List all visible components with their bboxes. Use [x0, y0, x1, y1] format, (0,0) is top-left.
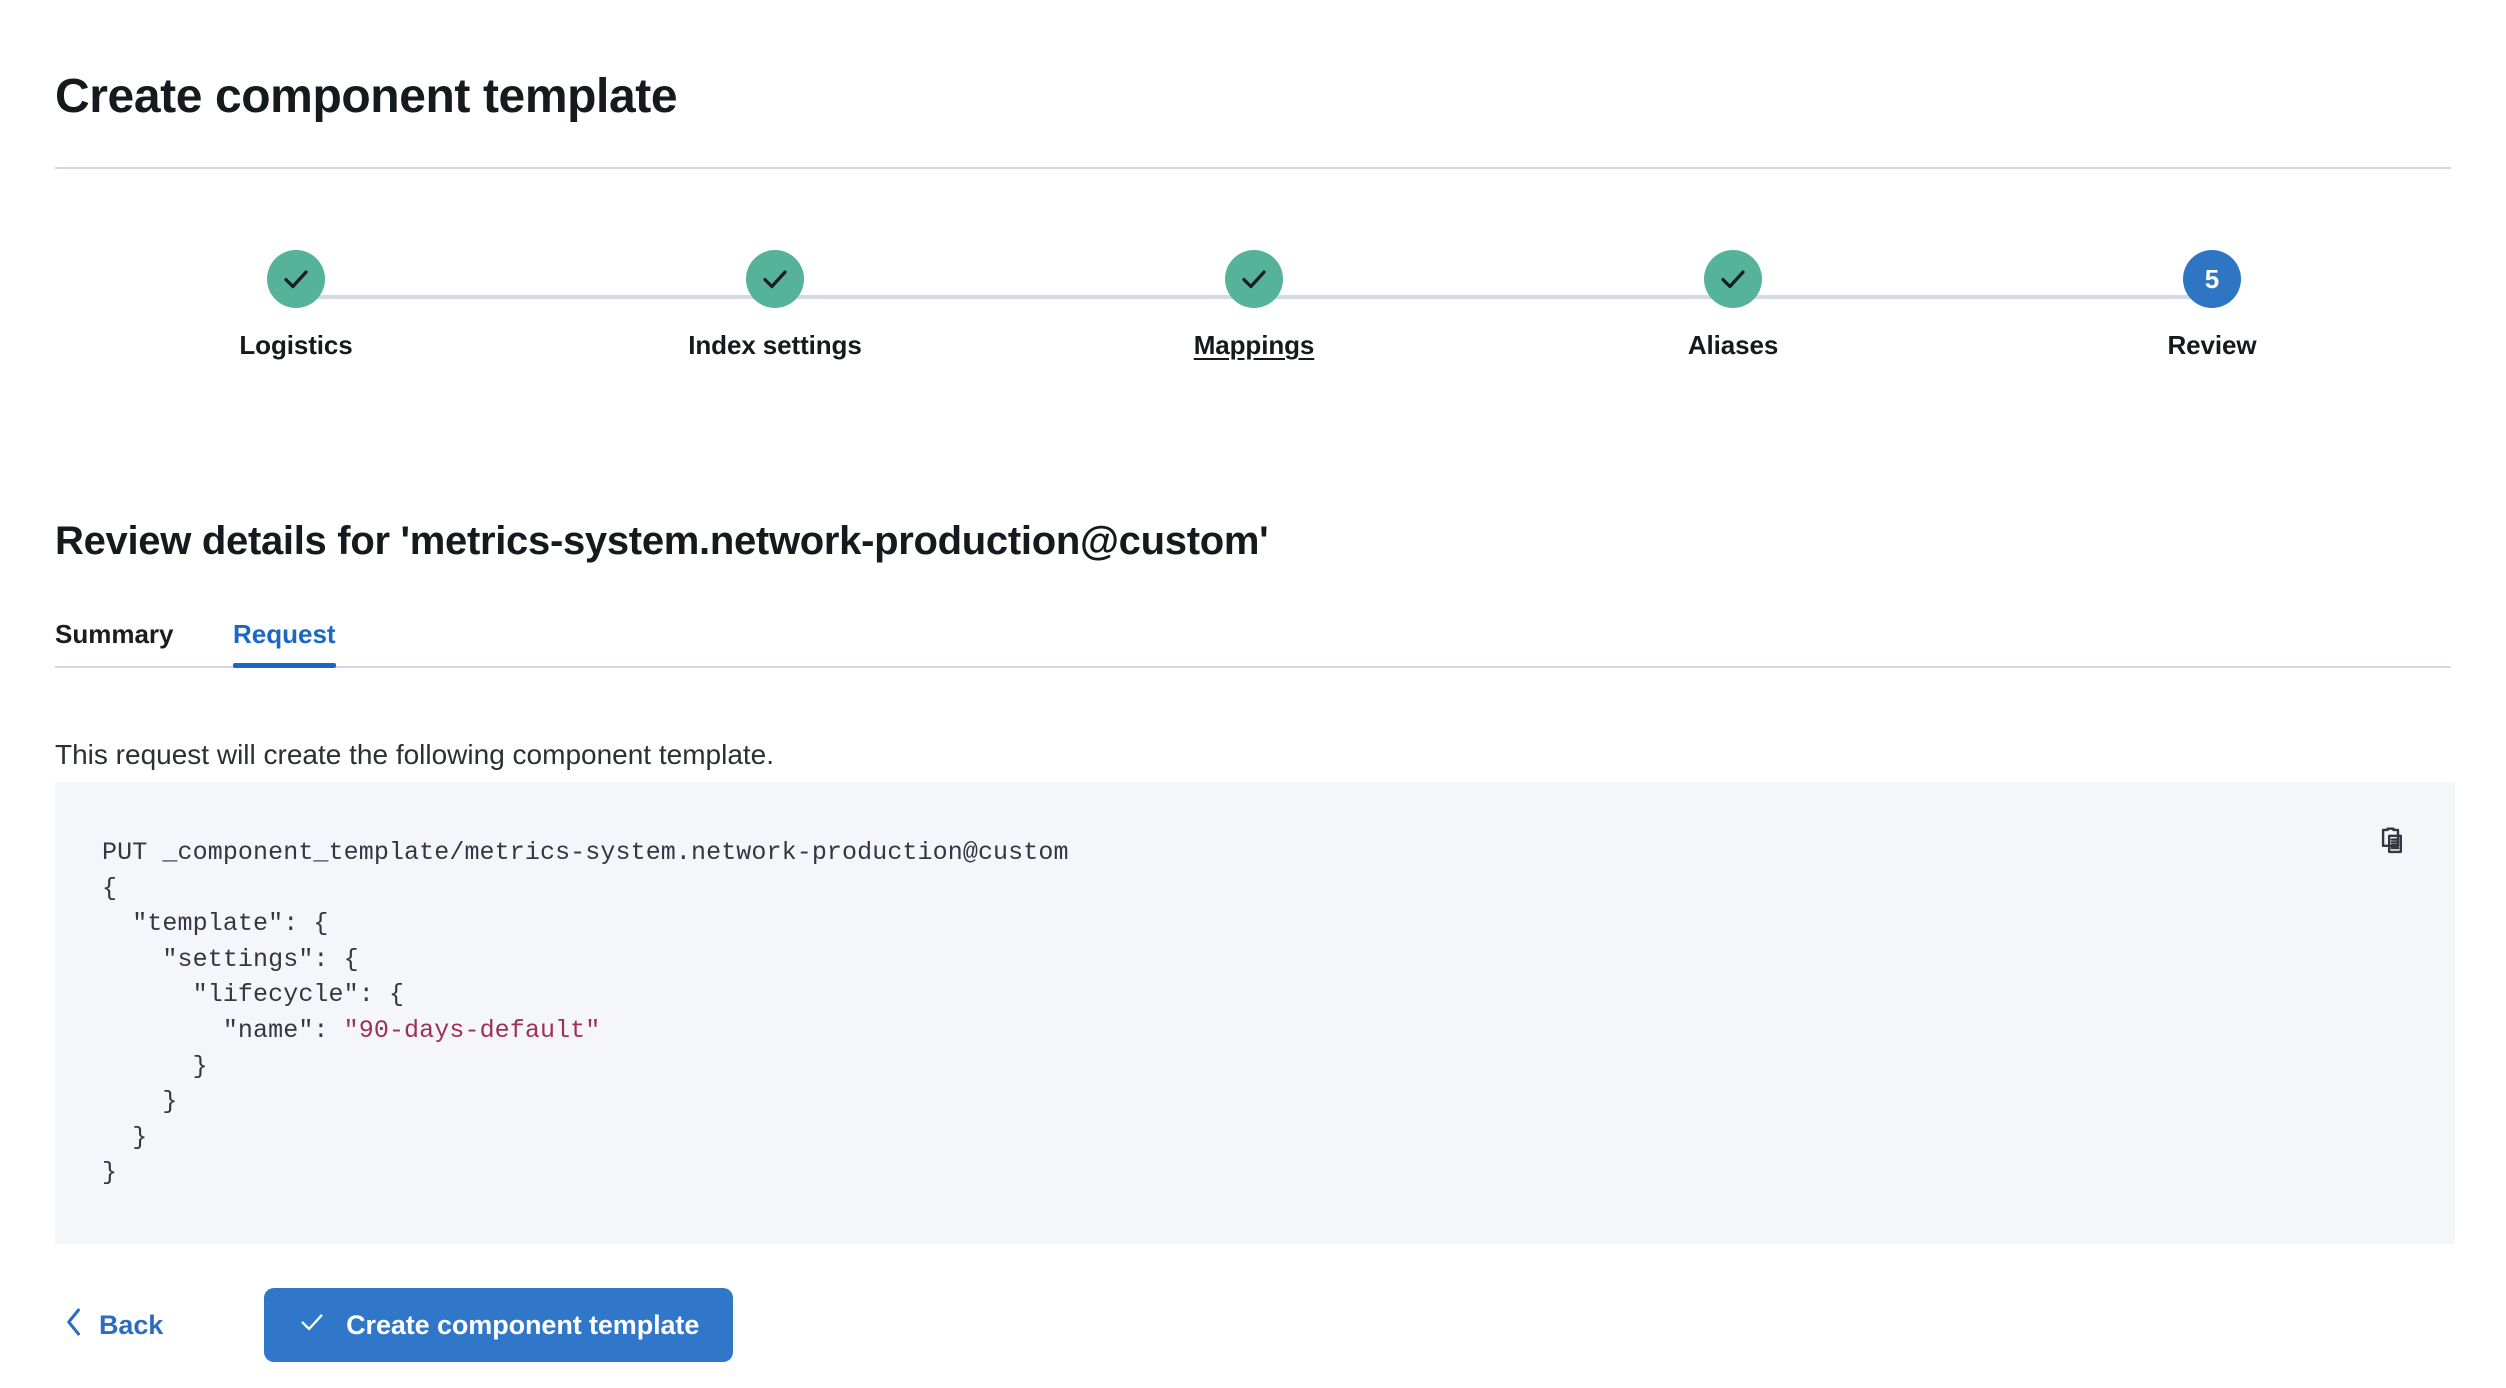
wizard-footer: Back Create component template — [55, 1288, 734, 1362]
check-icon — [1239, 264, 1269, 294]
code-request-line: PUT _component_template/metrics-system.n… — [102, 838, 1069, 867]
step-logistics-circle[interactable] — [267, 250, 325, 308]
step-aliases-circle[interactable] — [1704, 250, 1762, 308]
review-tabs: Summary Request — [55, 596, 2451, 668]
title-divider — [55, 167, 2451, 169]
check-icon — [281, 264, 311, 294]
step-logistics[interactable]: Logistics — [56, 250, 536, 361]
tab-request[interactable]: Request — [233, 619, 336, 668]
create-component-template-button-label: Create component template — [346, 1309, 700, 1340]
step-aliases-label: Aliases — [1687, 330, 1779, 360]
back-button[interactable]: Back — [55, 1307, 171, 1344]
wizard-stepper: Logistics Index settings Mappings — [55, 250, 2451, 400]
step-index-settings-label: Index settings — [688, 330, 862, 360]
create-component-template-button[interactable]: Create component template — [264, 1288, 734, 1362]
code-json-value: "90-days-default" — [343, 1015, 601, 1045]
code-json-open: { "template": { "settings": { "lifecycle… — [102, 873, 405, 1045]
request-code: PUT _component_template/metrics-system.n… — [102, 835, 1069, 1191]
step-index-settings[interactable]: Index settings — [535, 250, 1015, 361]
step-review-circle[interactable]: 5 — [2183, 250, 2241, 308]
check-icon — [1718, 264, 1748, 294]
step-review[interactable]: 5 Review — [1972, 250, 2452, 361]
step-mappings-circle[interactable] — [1225, 250, 1283, 308]
step-mappings[interactable]: Mappings — [1014, 250, 1494, 361]
request-code-block: PUT _component_template/metrics-system.n… — [55, 782, 2455, 1244]
back-button-label: Back — [99, 1309, 164, 1340]
tabs-divider — [55, 666, 2451, 668]
request-description: This request will create the following c… — [55, 739, 775, 770]
code-json-close: } } } } — [102, 1051, 208, 1188]
review-heading: Review details for 'metrics-system.netwo… — [55, 519, 1269, 564]
step-aliases[interactable]: Aliases — [1493, 250, 1973, 361]
step-review-number: 5 — [2204, 264, 2220, 294]
step-logistics-label: Logistics — [239, 330, 353, 360]
step-review-label: Review — [2167, 330, 2257, 360]
step-mappings-label[interactable]: Mappings — [1193, 330, 1315, 360]
step-index-settings-circle[interactable] — [746, 250, 804, 308]
chevron-left-icon — [63, 1307, 85, 1344]
page-title: Create component template — [55, 70, 678, 124]
check-icon — [760, 264, 790, 294]
tab-summary[interactable]: Summary — [55, 619, 174, 668]
copy-clipboard-icon[interactable] — [2371, 820, 2415, 864]
check-icon — [298, 1308, 326, 1343]
